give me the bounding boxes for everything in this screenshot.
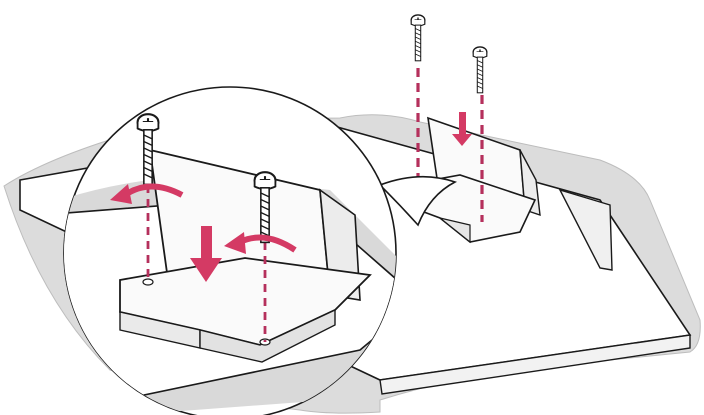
tv-rear-lip bbox=[558, 188, 613, 271]
magnified-callout bbox=[63, 86, 458, 415]
down-arrow-icon bbox=[190, 226, 222, 282]
screw-icon bbox=[410, 14, 426, 62]
screw-icon bbox=[472, 46, 488, 94]
rotate-arrow-icon bbox=[224, 232, 297, 254]
tv-edge bbox=[379, 334, 691, 395]
down-arrow-icon bbox=[452, 112, 472, 146]
callout-tail bbox=[378, 175, 458, 227]
rotate-arrow-icon bbox=[110, 183, 184, 204]
